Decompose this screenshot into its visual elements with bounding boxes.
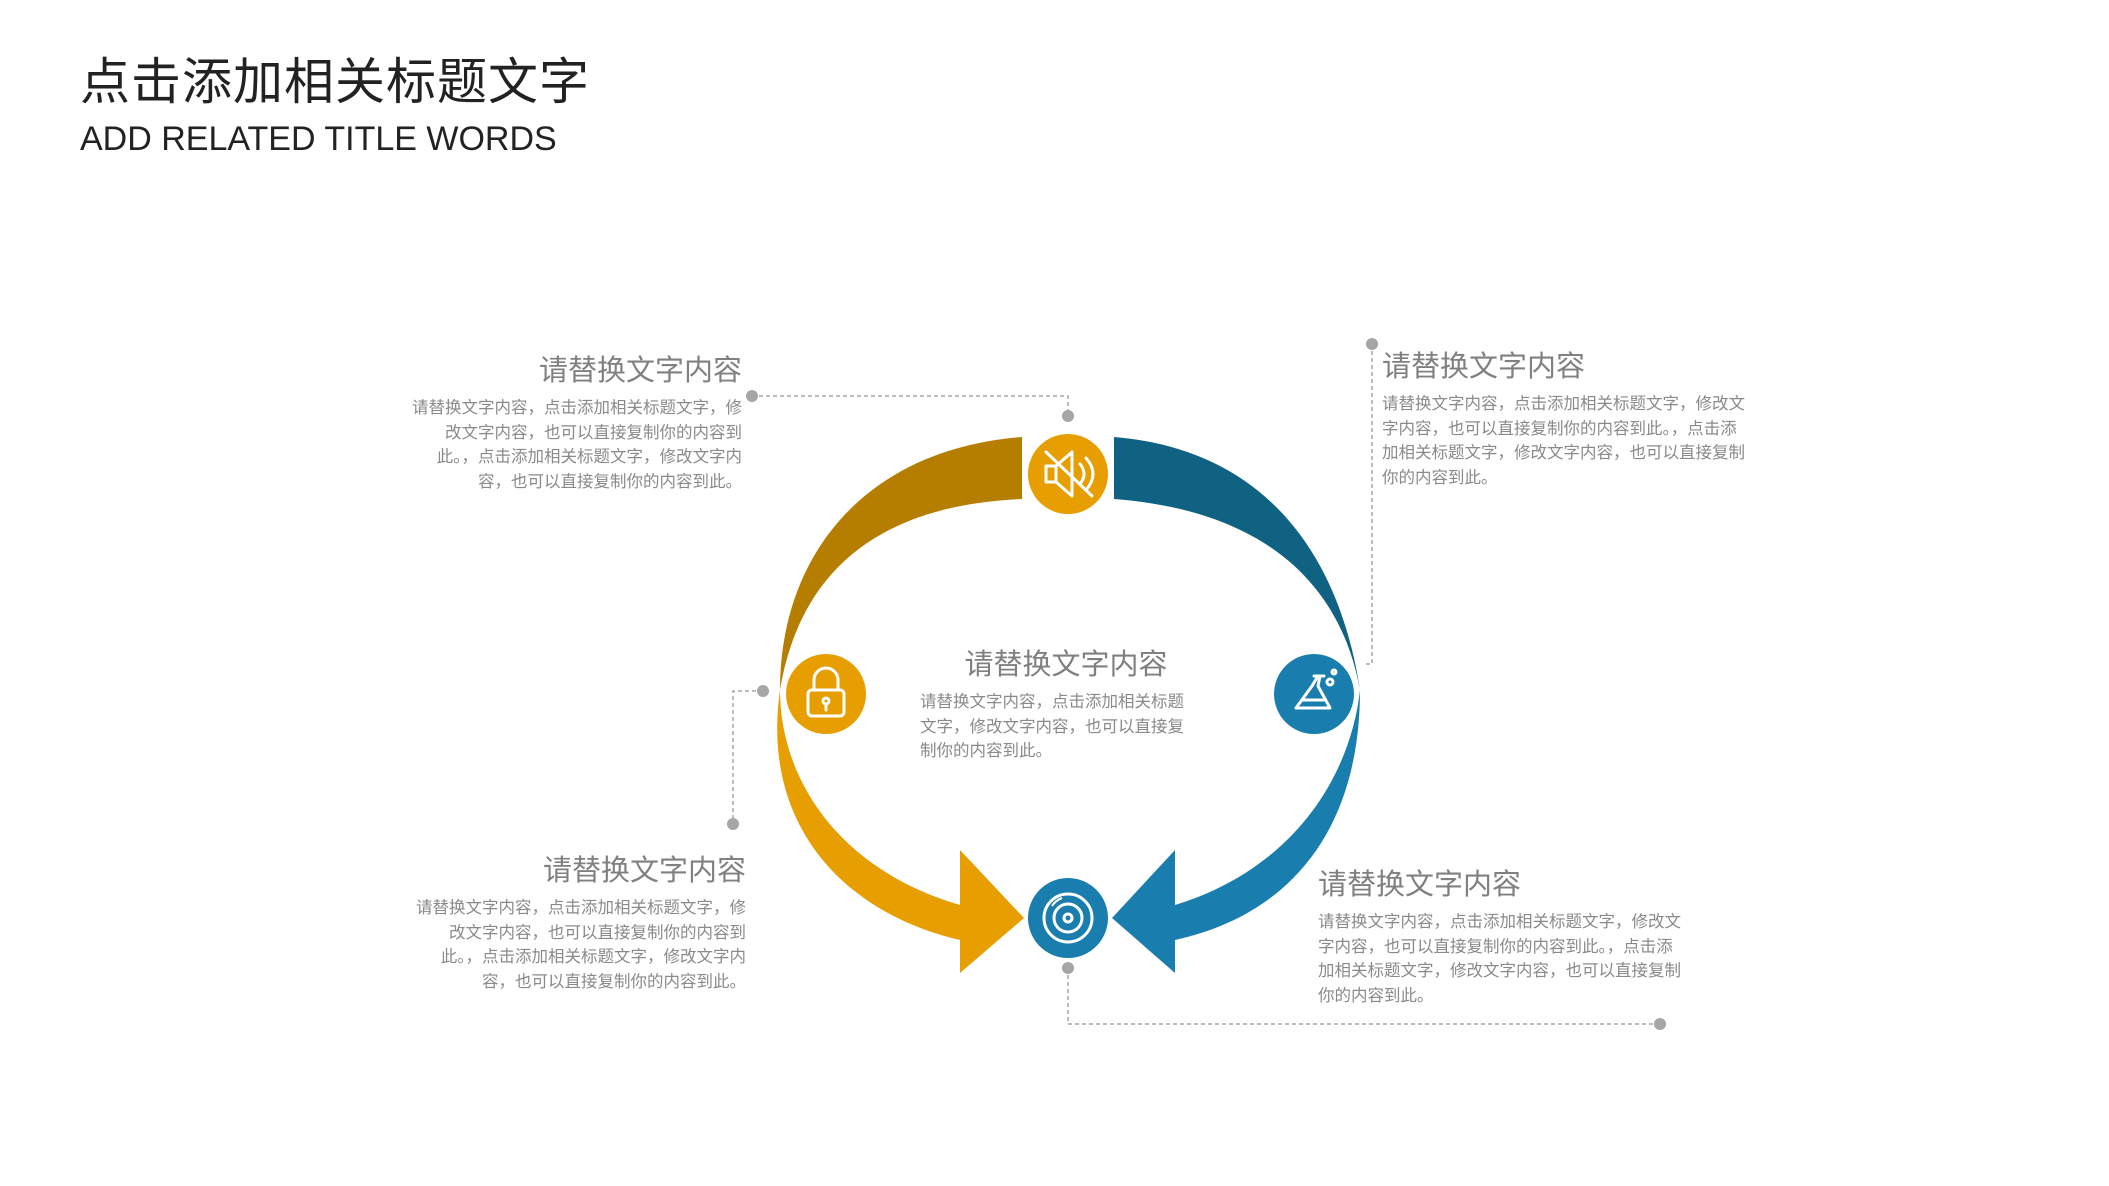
block-line: 制你的内容到此。 [920, 741, 1052, 760]
block-heading: 请替换文字内容 [538, 353, 742, 387]
text-block-top-left: 请替换文字内容 请替换文字内容，点击添加相关标题文字，修 改文字内容，也可以直接… [362, 350, 742, 494]
segment-bottom-right-arrow [1112, 690, 1360, 973]
connector-dot [1366, 338, 1378, 350]
block-line: 此。，点击添加相关标题文字，修改文字内 [436, 447, 742, 466]
flask-icon [1294, 668, 1338, 710]
block-line: 改文字内容，也可以直接复制你的内容到 [445, 422, 742, 442]
node-top [1028, 434, 1108, 514]
block-line: 你的内容到此。 [1318, 985, 1434, 1005]
connector-dot [1062, 410, 1074, 422]
block-line: 改文字内容，也可以直接复制你的内容到 [449, 922, 746, 942]
block-line: 字内容，也可以直接复制你的内容到此。，点击添 [1318, 936, 1673, 956]
disc-icon [1042, 892, 1094, 944]
block-line: 请替换文字内容，点击添加相关标题文字，修 [416, 898, 746, 917]
block-line: 你的内容到此。 [1382, 467, 1498, 487]
connector-top-right [1364, 344, 1373, 665]
connector-dot [727, 818, 739, 830]
node-left [786, 654, 866, 734]
block-line: 加相关标题文字，修改文字内容，也可以直接复制 [1318, 961, 1681, 980]
connector-dot [1654, 1018, 1666, 1030]
connector-dot [757, 685, 769, 697]
block-line: 字内容，也可以直接复制你的内容到此。，点击添 [1382, 418, 1737, 438]
text-block-bottom-left: 请替换文字内容 请替换文字内容，点击添加相关标题文字，修 改文字内容，也可以直接… [366, 850, 746, 994]
connector-dot [746, 390, 758, 402]
node-right [1274, 654, 1354, 734]
connector-dots [727, 338, 1666, 1030]
connectors [732, 344, 1660, 1025]
segment-top-right [1114, 437, 1360, 690]
block-heading: 请替换文字内容 [1318, 867, 1522, 901]
block-line: 请替换文字内容，点击添加相关标题文字，修改文 [1318, 912, 1681, 931]
segment-bottom-left-arrow [777, 690, 1024, 973]
connector-bottom [1067, 968, 1660, 1025]
connector-dot [1062, 962, 1074, 974]
block-line: 请替换文字内容，点击添加相关标题 [920, 692, 1184, 711]
block-heading: 请替换文字内容 [964, 647, 1168, 681]
text-block-bottom-right: 请替换文字内容 请替换文字内容，点击添加相关标题文字，修改文 字内容，也可以直接… [1318, 864, 1718, 1008]
block-line: 加相关标题文字，修改文字内容，也可以直接复制 [1382, 443, 1745, 462]
block-line: 请替换文字内容，点击添加相关标题文字，修 [412, 398, 742, 417]
page-title: 点击添加相关标题文字 [80, 53, 590, 111]
padlock-icon [806, 666, 846, 718]
block-line: 容，也可以直接复制你的内容到此。 [478, 471, 742, 491]
block-line: 容，也可以直接复制你的内容到此。 [482, 971, 746, 991]
block-heading: 请替换文字内容 [542, 853, 746, 887]
block-line: 文字，修改文字内容，也可以直接复 [920, 716, 1184, 736]
connector-top-left [752, 395, 1069, 416]
connector-left [732, 690, 763, 824]
speaker-icon [1044, 450, 1095, 498]
node-bottom [1028, 878, 1108, 958]
text-block-center: 请替换文字内容 请替换文字内容，点击添加相关标题 文字，修改文字内容，也可以直接… [906, 644, 1226, 764]
block-heading: 请替换文字内容 [1382, 349, 1586, 383]
page-subtitle: ADD RELATED TITLE WORDS [80, 120, 557, 158]
block-line: 此。，点击添加相关标题文字，修改文字内 [440, 947, 746, 966]
text-block-top-right: 请替换文字内容 请替换文字内容，点击添加相关标题文字，修改文 字内容，也可以直接… [1382, 346, 1782, 490]
segment-top-left [780, 437, 1022, 690]
block-line: 请替换文字内容，点击添加相关标题文字，修改文 [1382, 394, 1745, 413]
